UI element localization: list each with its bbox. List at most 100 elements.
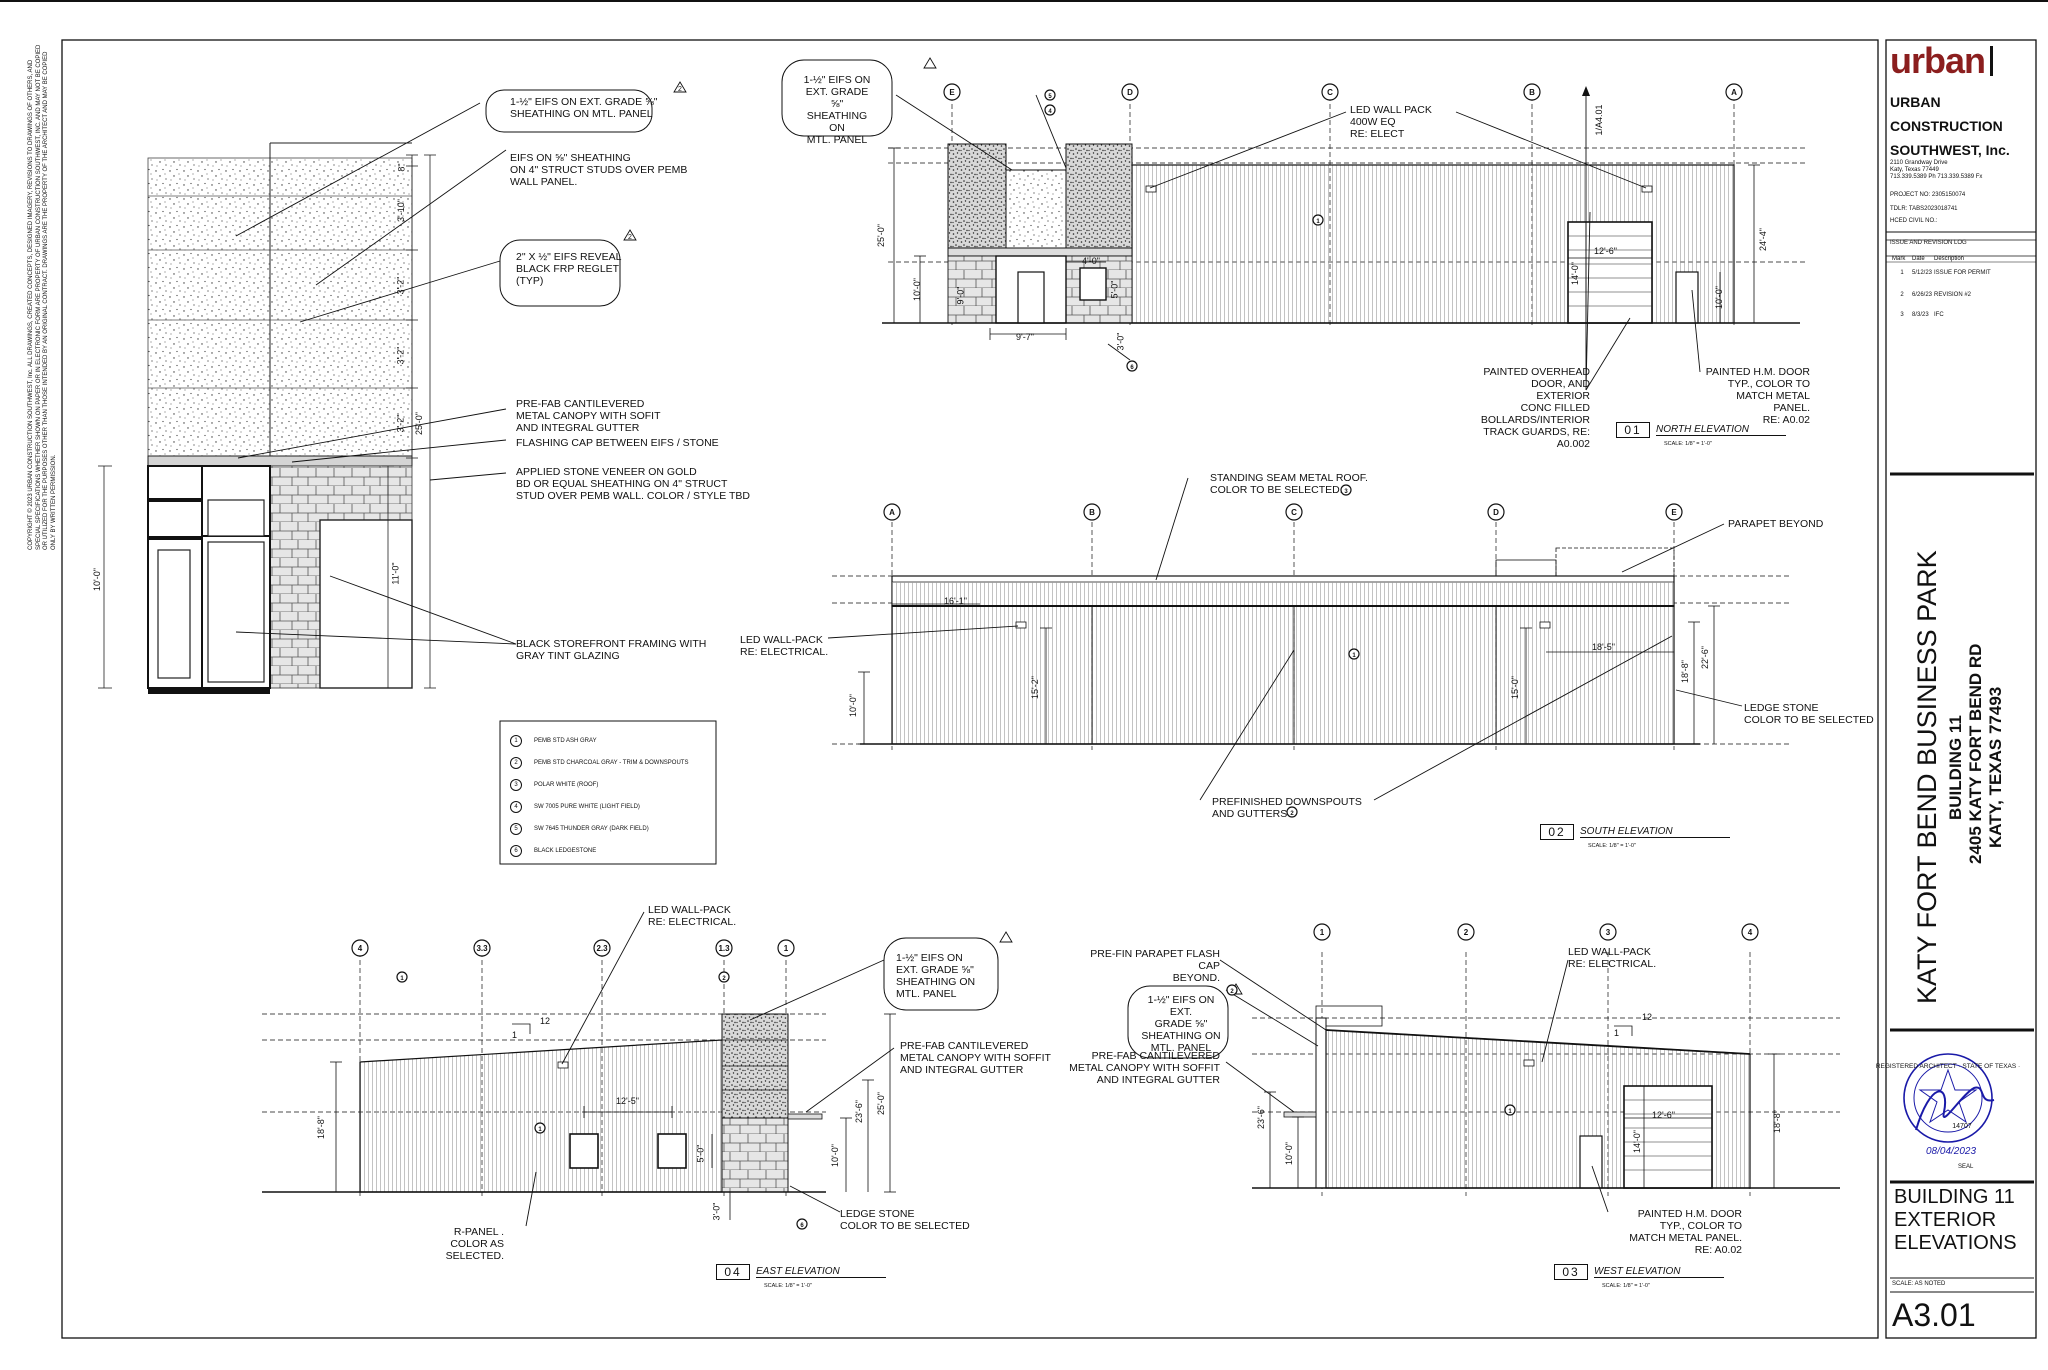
svg-text:6: 6 [1130,365,1134,371]
revision-log-title: ISSUE AND REVISION LOG [1890,240,1967,246]
logo-bar [1990,46,1993,76]
svg-text:A: A [889,508,895,517]
west-slope-12: 12 [1642,1012,1653,1022]
west-finish-tag: 2 [1226,984,1238,996]
detail-dim-3-10: 3'-10" [395,199,406,222]
legend-tag: 6 [510,845,522,857]
north-grid-bubble: A [1725,83,1743,101]
south-dim-18-8: 18'-8" [1679,660,1690,683]
svg-text:2: 2 [1290,811,1294,817]
seal-date: 08/04/2023 [1926,1146,1977,1157]
north-grid-bubble: C [1321,83,1339,101]
svg-text:E: E [1671,508,1677,517]
svg-text:1: 1 [538,1127,542,1133]
svg-text:B: B [1529,88,1535,97]
copyright-note: COPYRIGHT © 2023 URBAN CONSTRUCTION SOUT… [28,44,57,550]
east-note-r-panel: R-PANEL .COLOR AS SELECTED. [445,1226,504,1262]
project-street: 2405 KATY FORT BEND RD [1966,643,1985,864]
south-dim-22-6: 22'-6" [1699,646,1710,669]
south-dim-10-0: 10'-0" [847,694,858,717]
east-finish-tag: 6 [796,1218,808,1230]
west-finish-tag: 1 [1504,1104,1516,1116]
north-dim-25-0: 25'-0" [875,224,886,247]
project-city: KATY, TEXAS 77493 [1986,686,2005,848]
detail-dim-3-2c: 3'-2" [395,414,406,433]
svg-text:2.3: 2.3 [596,944,608,953]
architect-seal: REGISTERED ARCHITECT · STATE OF TEXAS · … [1876,1053,2020,1143]
svg-text:REGISTERED ARCHITECT · STATE O: REGISTERED ARCHITECT · STATE OF TEXAS · [1876,1063,2020,1070]
east-grid-bubble: 2.3 [593,939,611,957]
west-dim-10-0: 10'-0" [1283,1142,1294,1165]
east-scale: SCALE: 1/8" = 1'-0" [764,1283,812,1289]
legend-text: BLACK LEDGESTONE [534,848,597,854]
detail-dim-3-2b: 3'-2" [395,346,406,365]
svg-text:4: 4 [1748,928,1753,937]
svg-text:2: 2 [1464,928,1469,937]
south-dim-15-2: 15'-2" [1029,676,1040,699]
svg-text:6: 6 [800,1223,804,1229]
east-elevation-title: EAST ELEVATION [756,1266,886,1278]
west-grid-bubble: 2 [1457,923,1475,941]
north-dim-10-0: 10'-0" [911,278,922,301]
south-note-parapet: PARAPET BEYOND [1728,518,1824,530]
north-finish-tag: 6 [1126,360,1138,372]
south-elevation-title: SOUTH ELEVATION [1580,826,1730,838]
east-title-num: 04 [716,1264,750,1280]
north-finish-tag: 1 [1312,214,1324,226]
east-grid-bubble: 1 [777,939,795,957]
svg-text:1: 1 [1316,219,1320,225]
legend-tag: 2 [510,757,522,769]
legend-row: 4 SW 7005 PURE WHITE (LIGHT FIELD) [510,796,710,818]
west-scale: SCALE: 1/8" = 1'-0" [1602,1283,1650,1289]
west-dim-14-0: 14'-0" [1631,1130,1642,1153]
south-grid-bubble: D [1487,503,1505,521]
north-dim-4-0: 4'-0" [1082,256,1100,266]
west-grid-bubble: 3 [1599,923,1617,941]
north-finish-tag: 4 [1044,104,1056,116]
detail-enlarged-elevation: 2 2 [98,81,687,694]
svg-text:1: 1 [784,944,789,953]
north-leaders [895,94,1701,391]
company-name: URBAN CONSTRUCTION SOUTHWEST, Inc. [1890,94,2010,158]
north-title-num: 01 [1616,422,1650,438]
legend-tag: 4 [510,801,522,813]
south-grid-bubble: B [1083,503,1101,521]
north-dim-5-0: 5'-0" [1109,280,1120,299]
legend-text: SW 7005 PURE WHITE (LIGHT FIELD) [534,804,640,810]
west-dim-18-8: 18'-8" [1771,1110,1782,1133]
south-grid-bubble: E [1665,503,1683,521]
east-elevation [262,911,1013,1227]
south-finish-tag: 2 [1286,806,1298,818]
west-dim-12-6: 12'-6" [1652,1110,1675,1120]
revision-log-header: Mark Date Description [1892,256,1965,262]
east-finish-tag: 1 [396,971,408,983]
north-dim-14-0: 14'-0" [1569,262,1580,285]
legend-row: 6 BLACK LEDGESTONE [510,840,710,862]
legend-text: SW 7645 THUNDER GRAY (DARK FIELD) [534,826,649,832]
south-grid-bubble: A [883,503,901,521]
west-elevation [1127,952,1840,1213]
detail-note-eifs-grade: 1-½" EIFS ON EXT. GRADE ⅝"SHEATHING ON M… [510,96,658,120]
